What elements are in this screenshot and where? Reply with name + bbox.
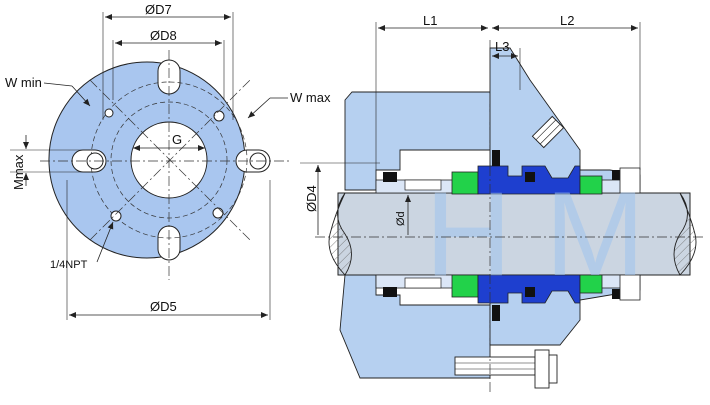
shaft-right-break xyxy=(673,192,697,276)
flange-front-view: ØD7 ØD8 W min W max G Mmax 1/4NPT ØD5 xyxy=(5,2,331,320)
l3-label: L3 xyxy=(495,39,509,54)
lower-black-ring-3 xyxy=(525,287,535,297)
d5-label: ØD5 xyxy=(150,299,177,314)
upper-black-ring-4 xyxy=(612,170,622,180)
d-label: Ød xyxy=(395,211,407,226)
upper-housing xyxy=(344,91,491,191)
d7-label: ØD7 xyxy=(145,2,172,17)
upper-spring xyxy=(404,179,442,191)
watermark: H M xyxy=(425,167,645,301)
upper-black-ring-2 xyxy=(492,150,500,166)
d8-label: ØD8 xyxy=(150,28,177,43)
hole-upper-left xyxy=(104,108,114,118)
m-max-label: Mmax xyxy=(11,154,26,190)
upper-black-ring-3 xyxy=(525,172,535,182)
lower-black-ring-4 xyxy=(612,289,622,299)
l2-label: L2 xyxy=(560,13,574,28)
hole-lower-right xyxy=(212,207,224,219)
d4-label: ØD4 xyxy=(304,185,319,212)
npt-label: 1/4NPT xyxy=(50,259,88,271)
upper-green-oring-right xyxy=(579,175,603,195)
g-label: G xyxy=(172,132,182,147)
upper-black-ring-1 xyxy=(383,172,397,182)
lower-black-ring-1 xyxy=(383,287,397,297)
angled-plug xyxy=(531,115,565,149)
l1-label: L1 xyxy=(423,13,437,28)
w-max-label: W max xyxy=(290,90,331,105)
lower-green-oring-right xyxy=(579,274,603,294)
right-collar-lower xyxy=(619,274,641,301)
shaft xyxy=(337,192,691,276)
gland-bolt xyxy=(454,349,558,389)
hole-upper-right xyxy=(213,110,225,122)
seal-section-view: H M L1 L2 L3 ØD4 Ød xyxy=(300,13,705,395)
w-min-label: W min xyxy=(5,75,42,90)
right-collar-upper xyxy=(619,167,641,194)
npt-hole xyxy=(110,210,122,222)
lower-spring xyxy=(404,277,442,289)
lower-black-ring-2 xyxy=(492,305,500,321)
shaft-left-break xyxy=(328,192,352,276)
